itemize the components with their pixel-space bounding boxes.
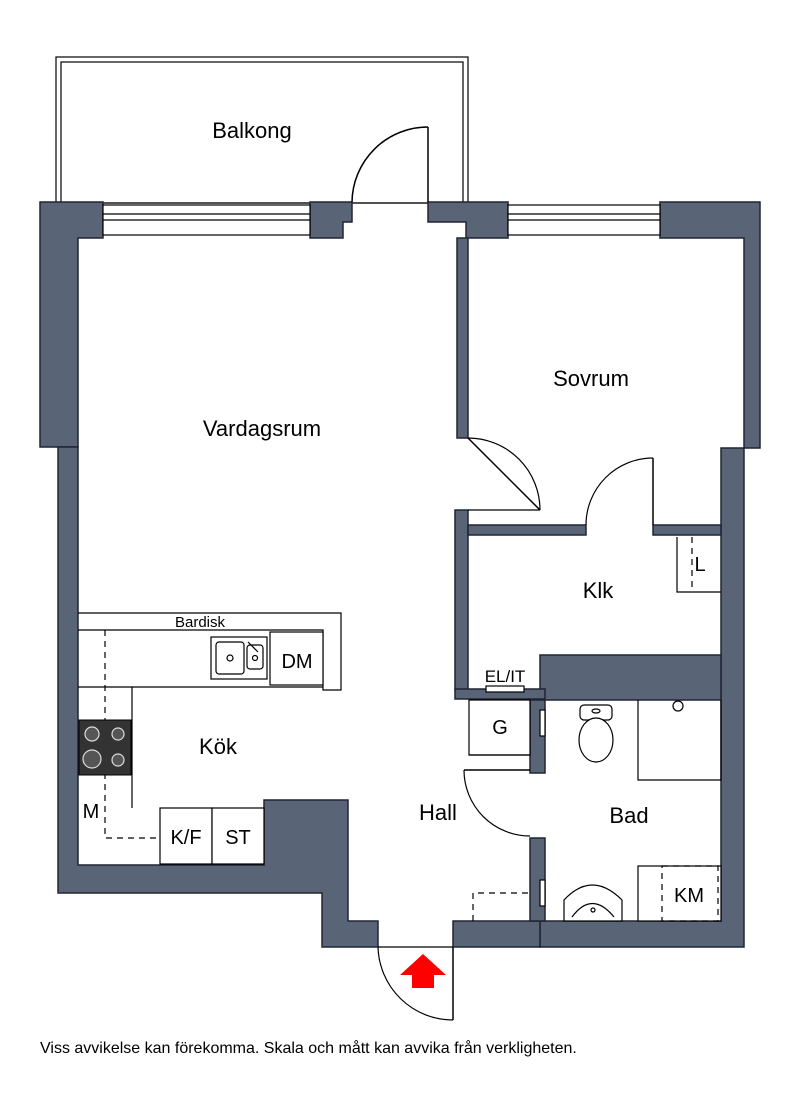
closet-fixtures xyxy=(485,537,721,693)
room-label-hall: Hall xyxy=(419,800,457,825)
washbasin-icon xyxy=(563,884,623,922)
room-label-sovrum: Sovrum xyxy=(553,366,629,391)
disclaimer-text: Viss avvikelse kan förekomma. Skala och … xyxy=(40,1040,577,1057)
label-g: G xyxy=(492,717,508,739)
room-label-vardagsrum: Vardagsrum xyxy=(203,416,321,441)
label-bardisk: Bardisk xyxy=(175,614,226,631)
stove-icon xyxy=(78,719,132,776)
g-cabinet xyxy=(468,699,531,756)
label-km: KM xyxy=(674,885,704,907)
room-label-kok: Kök xyxy=(199,734,238,759)
label-st: ST xyxy=(225,827,251,849)
label-el-it: EL/IT xyxy=(485,667,526,686)
entrance-arrow-icon xyxy=(400,954,446,988)
kitchen-counters xyxy=(78,612,342,865)
label-l: L xyxy=(694,554,705,576)
room-label-klk: Klk xyxy=(583,578,615,603)
windows xyxy=(102,204,661,236)
km-box xyxy=(637,865,722,922)
exterior-walls xyxy=(39,201,761,948)
label-kf: K/F xyxy=(170,827,201,849)
toilet-icon xyxy=(578,704,614,763)
kitchen-sink-icon xyxy=(210,636,268,680)
hall-dashed-area xyxy=(472,892,530,921)
room-label-balkong: Balkong xyxy=(212,118,292,143)
shower xyxy=(539,700,722,907)
balcony-outline xyxy=(55,56,469,204)
doors xyxy=(351,126,654,1021)
room-label-bad: Bad xyxy=(609,803,648,828)
label-m: M xyxy=(83,801,100,823)
label-dm: DM xyxy=(281,651,312,673)
